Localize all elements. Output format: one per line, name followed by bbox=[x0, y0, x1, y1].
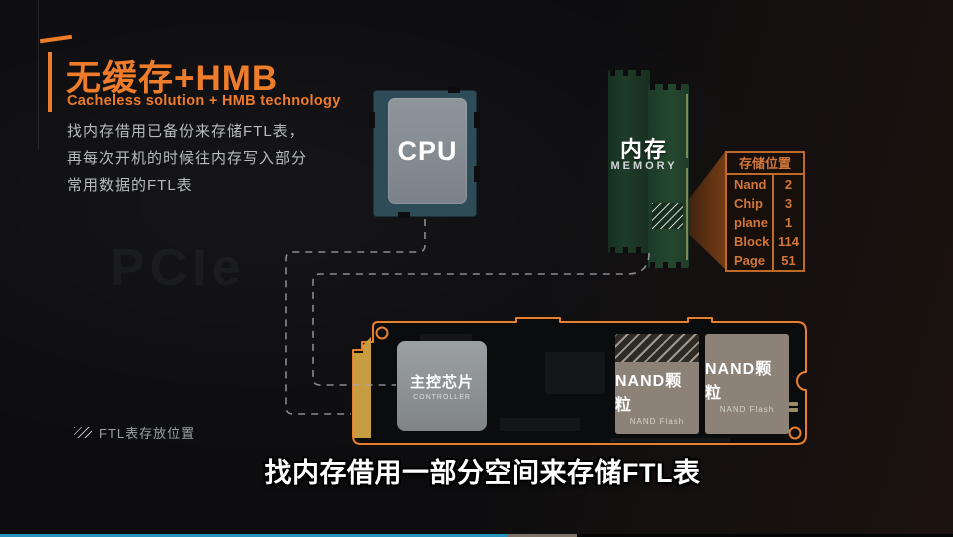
table-label-column: Nand Chip plane Block Page bbox=[727, 175, 774, 270]
cpu-notch bbox=[448, 87, 460, 93]
progress-buffered bbox=[507, 534, 577, 537]
caption-subtitle: 找内存借用一部分空间来存储FTL表 bbox=[264, 458, 701, 488]
table-row-label: Nand bbox=[734, 177, 767, 192]
page-title: 无缓存+HMB bbox=[66, 59, 279, 98]
ftl-legend: FTL表存放位置 bbox=[74, 423, 195, 442]
memory-dimm-back bbox=[608, 70, 650, 253]
hatch-swatch-icon bbox=[74, 427, 92, 438]
dimm-teeth-bottom bbox=[650, 262, 687, 268]
background-accent-line bbox=[38, 0, 39, 150]
dimm-teeth-top bbox=[650, 84, 687, 90]
page-subtitle: Cacheless solution + HMB technology bbox=[67, 93, 341, 109]
table-row-value: 51 bbox=[781, 253, 796, 268]
table-value-column: 2 3 1 114 51 bbox=[774, 175, 803, 270]
cpu-notch bbox=[369, 112, 375, 128]
description-line-1: 找内存借用已备份来存储FTL表， bbox=[67, 123, 305, 140]
cpu-notch bbox=[398, 212, 410, 218]
memory-sublabel: MEMORY bbox=[610, 160, 678, 172]
memory-label: 内存 bbox=[619, 137, 668, 162]
description-text: 找内存借用已备份来存储FTL表， 再每次开机的时候往内存写入部分 常用数据的FT… bbox=[67, 118, 307, 199]
table-row-label: Block bbox=[734, 234, 770, 249]
nand-chip-1: NAND颗粒 NAND Flash bbox=[615, 334, 699, 434]
dimm-contact-edge-upper bbox=[686, 94, 688, 158]
nand-ftl-hatch-area bbox=[615, 334, 699, 362]
nand2-sublabel: NAND Flash bbox=[719, 404, 775, 414]
cpu-notch bbox=[474, 166, 480, 182]
dimm-teeth-bottom bbox=[610, 247, 648, 253]
legend-label: FTL表存放位置 bbox=[99, 426, 196, 441]
memory-dimm-front bbox=[648, 84, 689, 268]
nand1-sublabel: NAND Flash bbox=[629, 416, 685, 426]
storage-location-table: 存储位置 Nand Chip plane Block Page 2 3 1 11… bbox=[725, 151, 805, 272]
video-progress-bar[interactable] bbox=[0, 534, 953, 537]
table-row-value: 2 bbox=[784, 177, 793, 192]
table-row-label: Page bbox=[734, 253, 766, 268]
table-title: 存储位置 bbox=[727, 153, 803, 175]
table-row-label: plane bbox=[734, 215, 768, 230]
dimm-teeth-top bbox=[610, 70, 648, 76]
nand2-label: NAND颗粒 bbox=[705, 360, 773, 402]
cpu-chip: CPU bbox=[388, 98, 467, 204]
table-row-value: 114 bbox=[778, 234, 799, 249]
dimm-contact-edge-lower bbox=[686, 168, 688, 260]
cpu-label: CPU bbox=[397, 135, 458, 166]
description-line-3: 常用数据的FTL表 bbox=[67, 177, 193, 194]
cpu-notch bbox=[474, 112, 480, 128]
controller-chip: 主控芯片 CONTROLLER bbox=[397, 341, 487, 431]
nand-chip-2: NAND颗粒 NAND Flash bbox=[705, 334, 789, 434]
table-row-label: Chip bbox=[734, 196, 763, 211]
description-line-2: 再每次开机的时候往内存写入部分 bbox=[67, 150, 308, 167]
controller-label: 主控芯片 bbox=[409, 374, 474, 391]
memory-ftl-hatch-area bbox=[652, 203, 683, 229]
title-accent-bar bbox=[48, 52, 52, 112]
pcie-watermark: PCIe bbox=[110, 239, 246, 297]
table-row-value: 3 bbox=[784, 196, 793, 211]
controller-sublabel: CONTROLLER bbox=[413, 394, 471, 401]
table-row-value: 1 bbox=[784, 215, 793, 230]
progress-played[interactable] bbox=[0, 534, 508, 537]
nand1-label: NAND颗粒 bbox=[615, 372, 683, 414]
